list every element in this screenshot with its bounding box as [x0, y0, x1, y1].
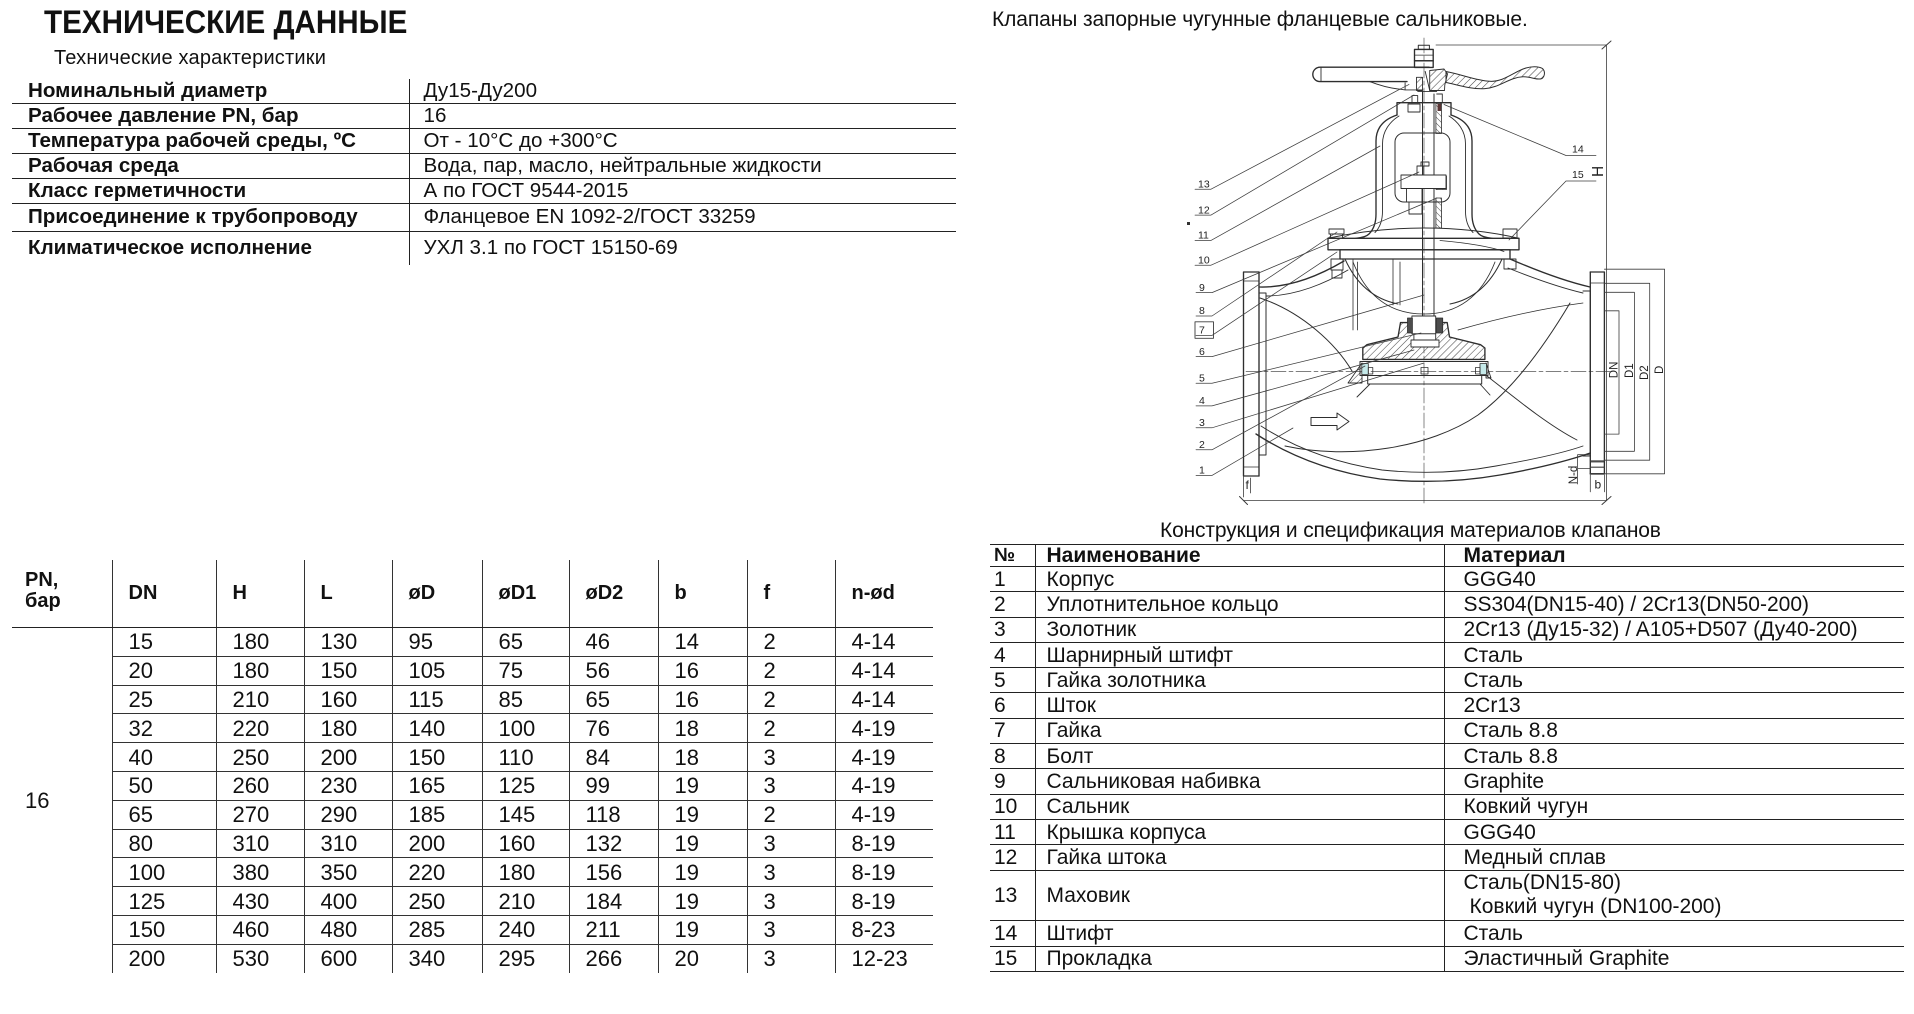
svg-text:9: 9	[1199, 282, 1205, 294]
svg-text:5: 5	[1199, 373, 1205, 385]
svg-text:14: 14	[1572, 144, 1584, 156]
svg-text:4: 4	[1199, 395, 1205, 407]
svg-text:10: 10	[1198, 254, 1210, 266]
svg-text:DN: DN	[1609, 362, 1621, 379]
svg-text:D: D	[1654, 366, 1666, 374]
svg-text:H: H	[1590, 166, 1607, 177]
svg-text:11: 11	[1198, 230, 1209, 242]
svg-text:3: 3	[1199, 417, 1205, 429]
svg-text:8: 8	[1199, 305, 1205, 317]
svg-text:N-d: N-d	[1568, 466, 1580, 485]
svg-text:1: 1	[1199, 465, 1205, 477]
svg-text:2: 2	[1199, 439, 1205, 451]
svg-text:13: 13	[1198, 178, 1210, 190]
svg-text:7: 7	[1199, 325, 1205, 337]
svg-text:D1: D1	[1624, 363, 1636, 378]
svg-text:12: 12	[1198, 204, 1210, 216]
svg-text:f: f	[1246, 478, 1250, 492]
svg-text:15: 15	[1572, 169, 1584, 181]
svg-text:b: b	[1595, 478, 1602, 492]
svg-text:6: 6	[1199, 346, 1205, 358]
svg-text:D2: D2	[1639, 365, 1651, 380]
